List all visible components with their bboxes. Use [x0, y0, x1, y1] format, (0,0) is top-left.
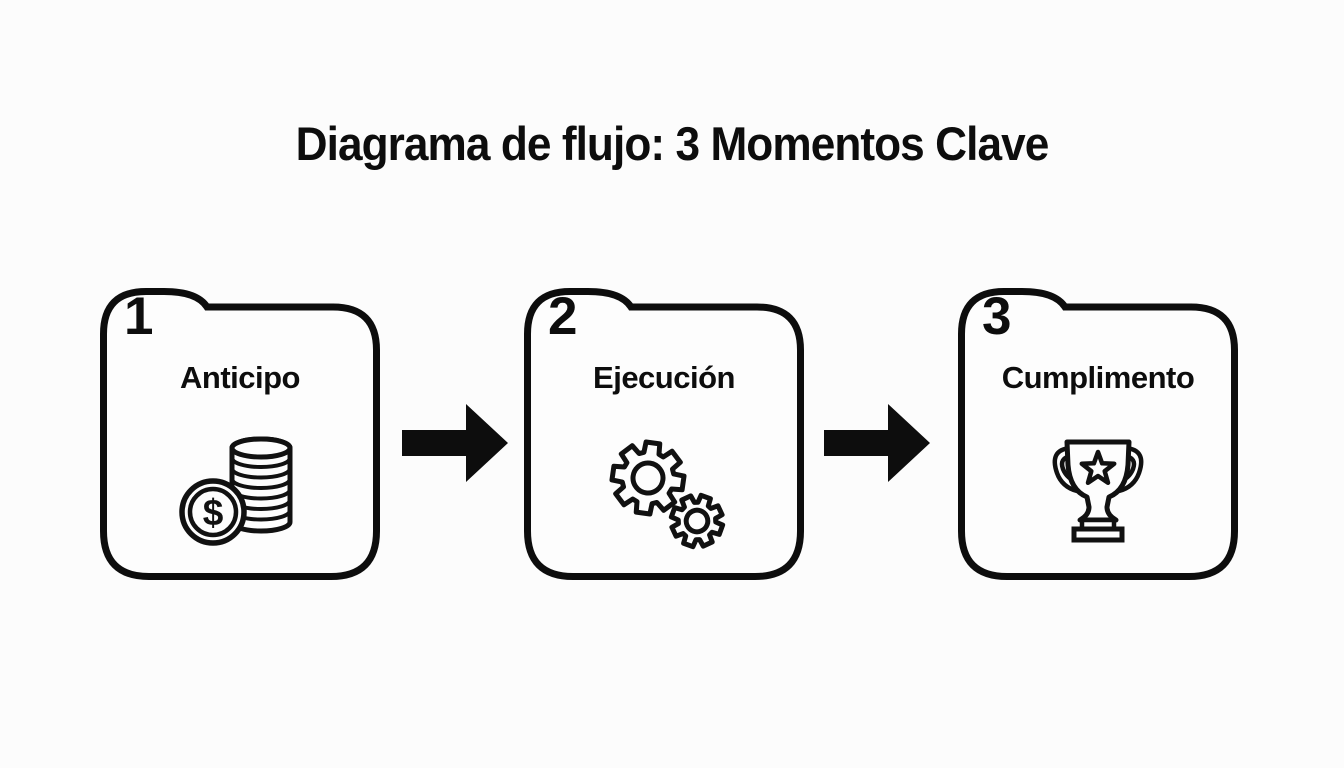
gears-icon	[524, 430, 804, 552]
trophy-icon	[958, 430, 1238, 552]
trophy-icon-graphic	[1052, 439, 1144, 543]
arrow-right-icon	[402, 404, 508, 482]
step-card-ejecucion: 2 Ejecución	[524, 288, 804, 580]
card-outline	[100, 288, 380, 580]
step-label: Anticipo	[180, 360, 301, 395]
card-outline	[524, 288, 804, 580]
step-number: 3	[982, 287, 1012, 346]
coins-icon-graphic: $	[179, 436, 293, 546]
step-number: 1	[124, 287, 154, 346]
card-outline	[958, 288, 1238, 580]
dollar-symbol: $	[203, 492, 224, 533]
step-number: 2	[548, 287, 578, 346]
step-label: Ejecución	[593, 360, 735, 395]
diagram-title: Diagrama de flujo: 3 Momentos Clave	[295, 117, 1050, 170]
step-card-cumplimento: 3 Cumplimento	[958, 288, 1238, 580]
step-card-anticipo: 1 Anticipo $	[100, 288, 380, 580]
arrow-right-icon	[824, 404, 930, 482]
gears-icon-graphic	[609, 439, 726, 550]
coins-icon: $	[100, 430, 380, 552]
step-label: Cumplimento	[1001, 360, 1195, 395]
